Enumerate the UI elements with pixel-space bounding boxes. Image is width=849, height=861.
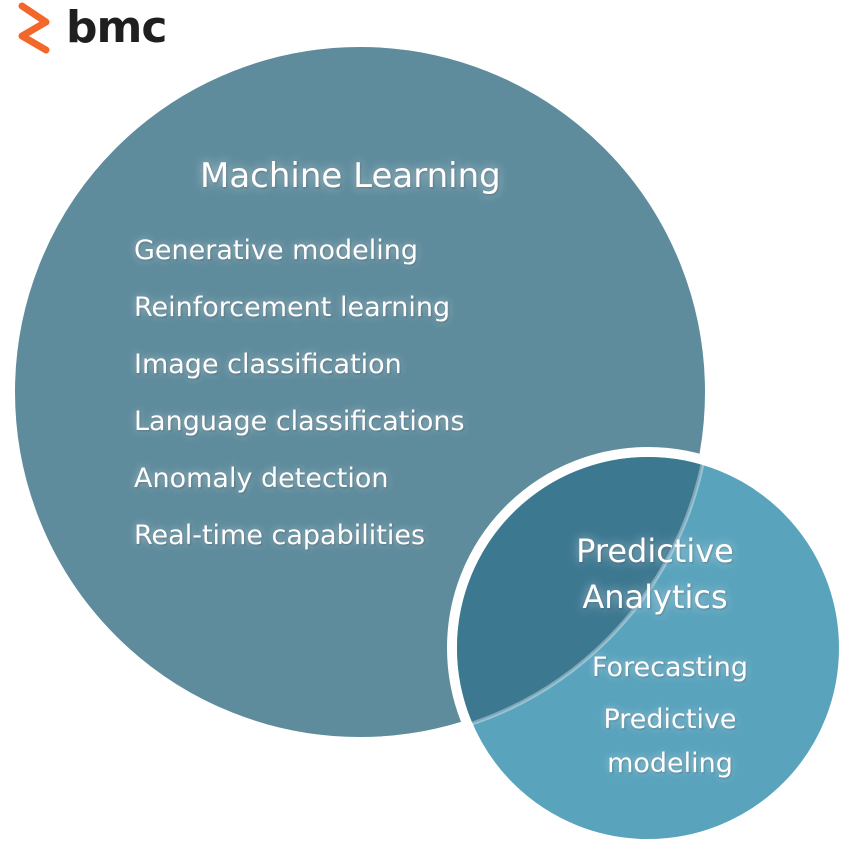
predictive-analytics-title-line1: Predictive [576,532,734,570]
bmc-logo-text: bmc [66,2,167,53]
machine-learning-arc [8,40,712,744]
predictive-analytics-title-line2: Analytics [582,578,728,616]
list-item: Real-time capabilities [134,520,426,551]
list-item-line: Predictive [603,704,737,735]
list-item: Image classification [134,349,402,380]
bmc-logo: bmc [8,0,167,56]
list-item: Reinforcement learning [134,292,451,323]
machine-learning-title: Machine Learning [200,156,501,196]
bmc-logo-mark-icon [18,2,50,54]
list-item: Language classifications [134,406,465,437]
list-item: Generative modeling [134,235,418,266]
list-item: Anomaly detection [134,463,389,494]
list-item: Predictive modeling [520,698,820,786]
machine-learning-list: Generative modeling Reinforcement learni… [134,222,465,564]
list-item: Forecasting [591,652,748,683]
list-item-line: modeling [607,748,733,779]
predictive-analytics-title: Predictive Analytics [520,528,790,620]
predictive-analytics-list: Forecasting Predictive modeling [520,644,820,786]
